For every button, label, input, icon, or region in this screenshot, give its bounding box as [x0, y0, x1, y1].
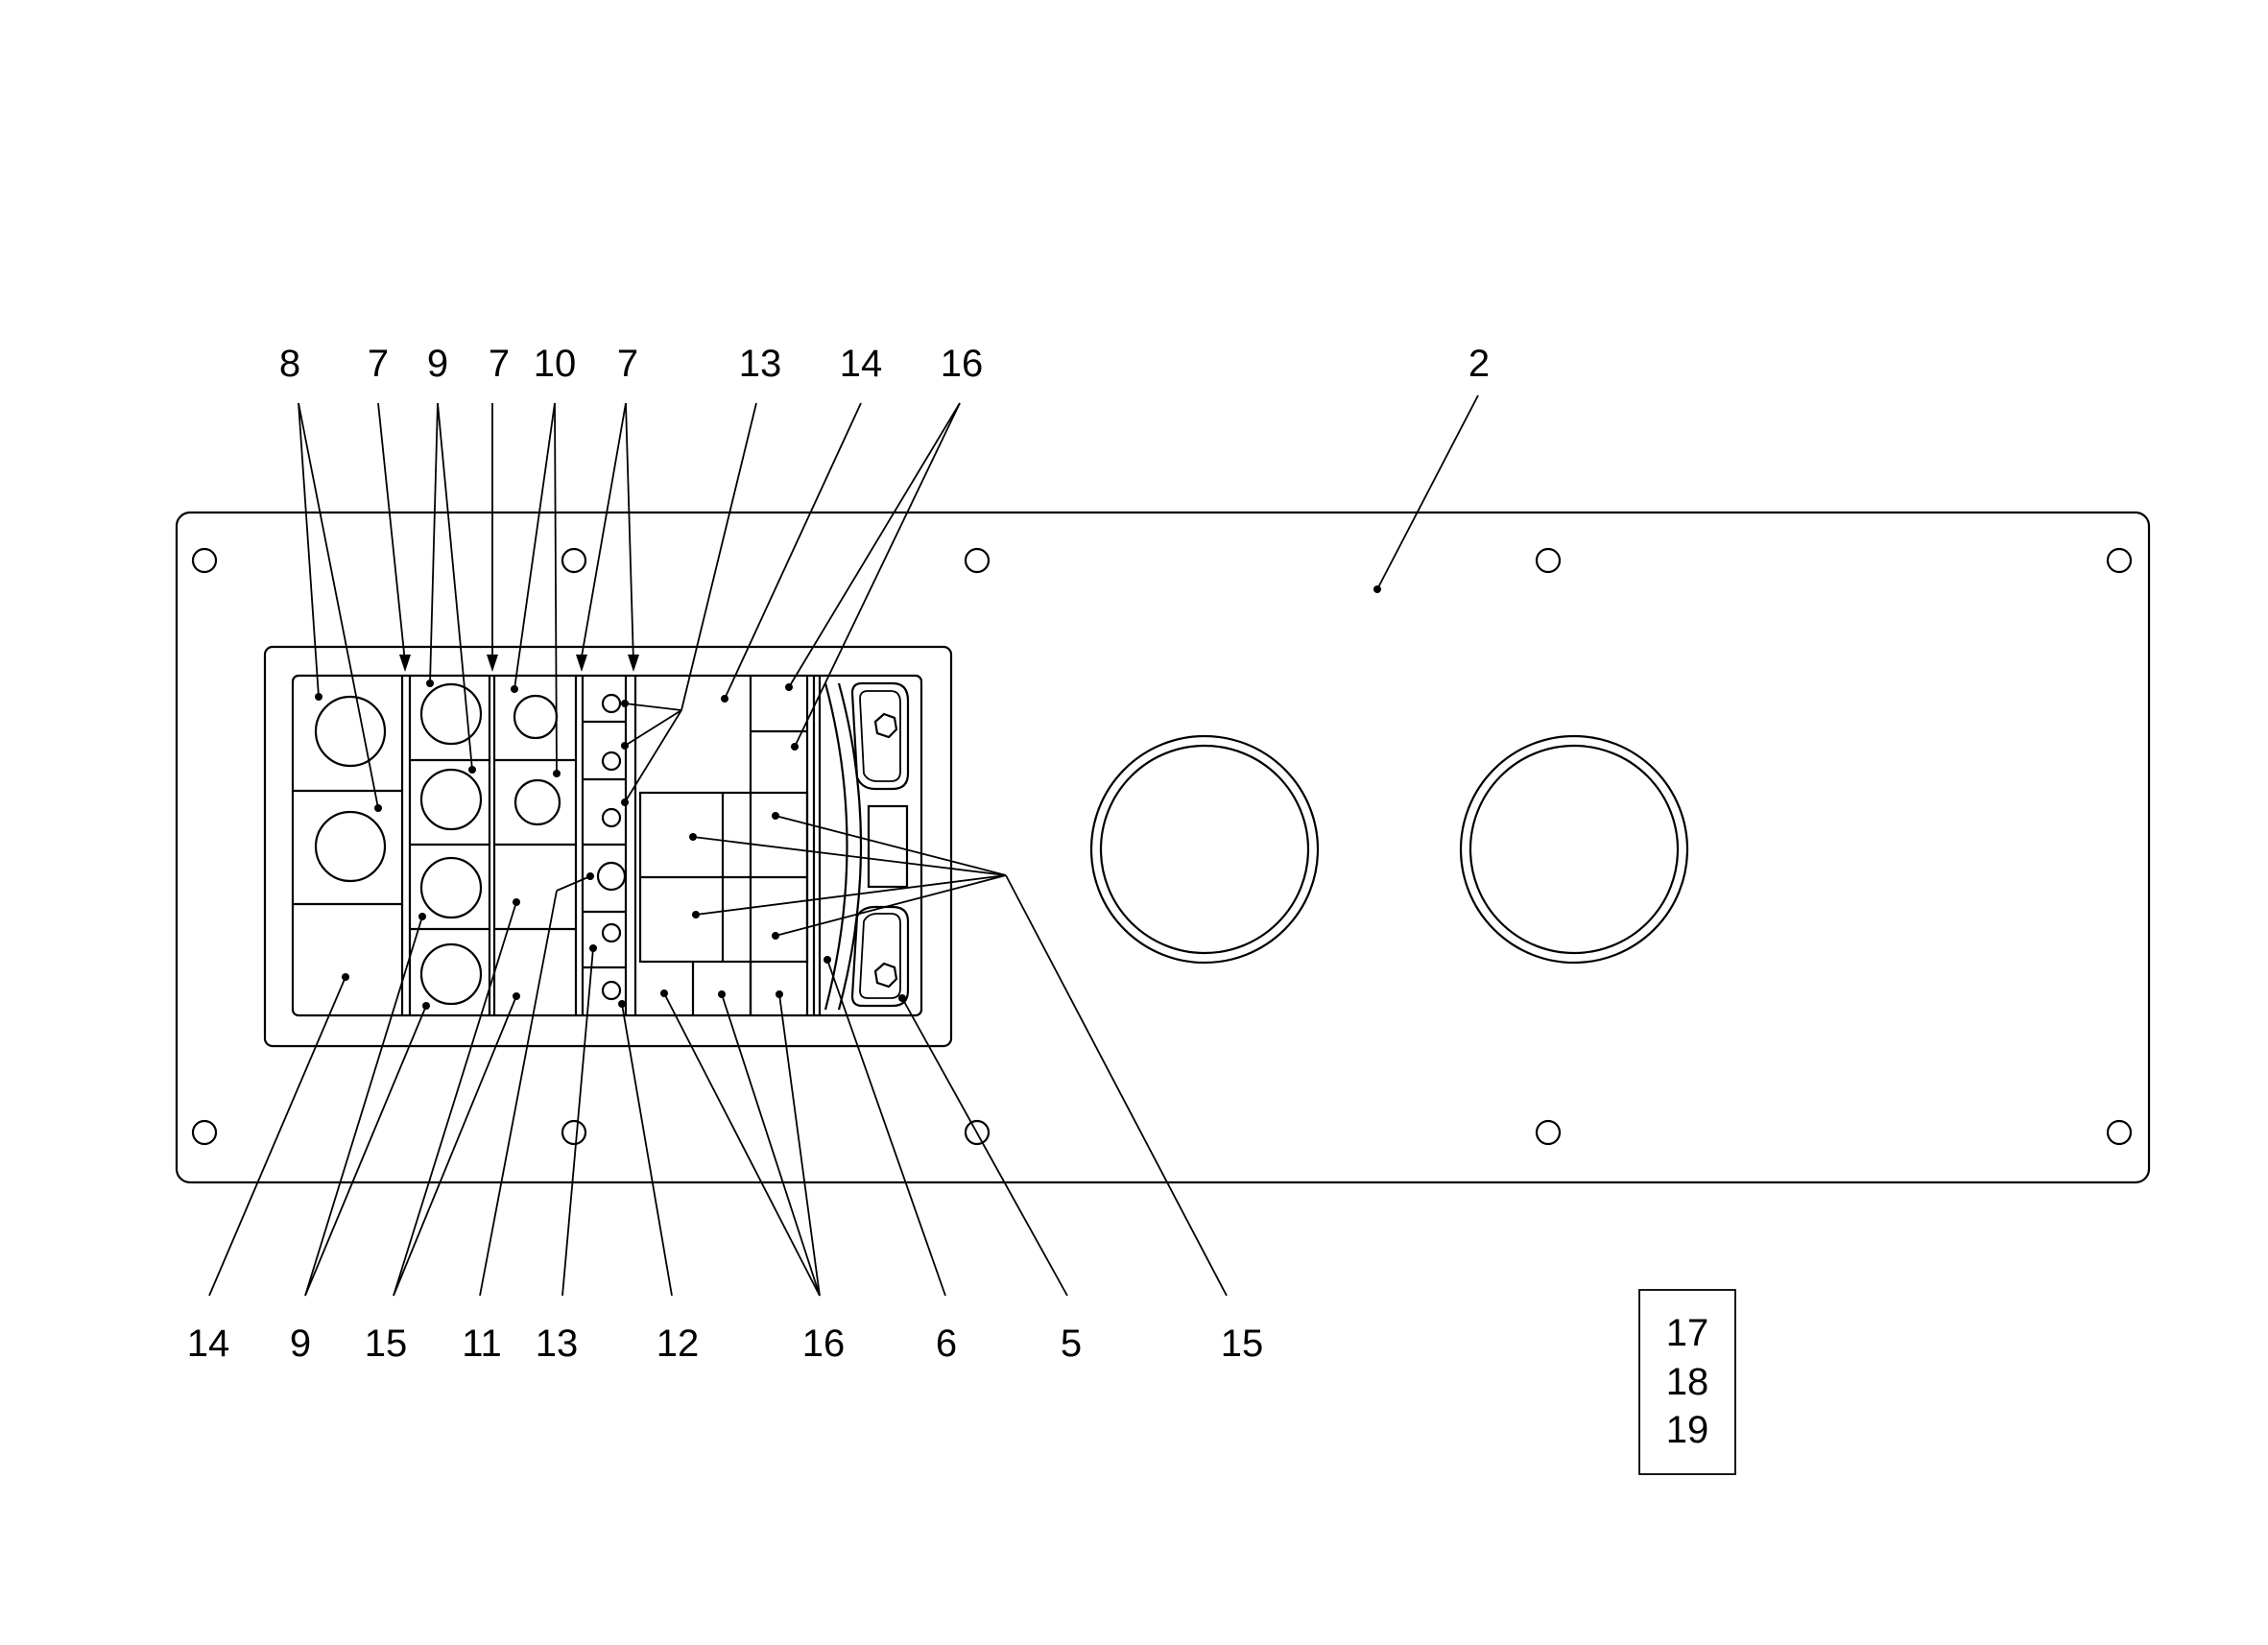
bottom-callouts: 14 9 15 11 13 12 16 6 5 15: [187, 1323, 1264, 1365]
connector-frame-inner: [291, 674, 923, 1017]
legend-box: 17 18 19: [1638, 1289, 1736, 1475]
module-1: [293, 676, 404, 1015]
legend-line-1: 17: [1666, 1312, 1709, 1354]
callout-top-8: 14: [840, 343, 883, 385]
callout-bottom-9: 5: [1061, 1323, 1082, 1365]
callout-top-2: 7: [368, 343, 389, 385]
callout-bottom-5: 13: [536, 1323, 579, 1365]
leader-dots: [315, 585, 1381, 1010]
callout-top-7: 13: [739, 343, 782, 385]
callout-bottom-7: 16: [802, 1323, 846, 1365]
callout-top-6: 7: [617, 343, 638, 385]
callout-top-5: 10: [534, 343, 577, 385]
top-callouts: 8 7 9 7 10 7 13 14 16 2: [279, 343, 1490, 385]
round-cutout-left: [1089, 734, 1320, 965]
legend-line-2: 18: [1666, 1361, 1709, 1403]
callout-top-1: 8: [279, 343, 300, 385]
callout-bottom-3: 15: [365, 1323, 408, 1365]
callout-top-3: 9: [427, 343, 448, 385]
round-cutout-right: [1459, 734, 1689, 965]
module-4: [581, 676, 628, 1015]
callout-top-10: 2: [1468, 343, 1490, 385]
locking-lever: [850, 681, 910, 1008]
callout-top-9: 16: [941, 343, 984, 385]
callout-bottom-6: 12: [657, 1323, 700, 1365]
connector-frame-outer: [263, 645, 953, 1048]
module-3: [492, 676, 578, 1015]
module-6: [812, 676, 909, 1015]
callout-bottom-1: 14: [187, 1323, 230, 1365]
arrowheads: [399, 655, 639, 672]
callout-bottom-10: 15: [1221, 1323, 1264, 1365]
legend-line-3: 19: [1666, 1409, 1709, 1451]
callout-bottom-4: 11: [462, 1323, 502, 1365]
mounting-holes: [191, 547, 2133, 1146]
callout-bottom-8: 6: [936, 1323, 957, 1365]
callout-top-4: 7: [489, 343, 510, 385]
module-2: [408, 676, 491, 1015]
leader-lines: [208, 394, 1479, 1297]
module-5: [633, 676, 809, 1015]
callout-bottom-2: 9: [290, 1323, 311, 1365]
mounting-plate: [175, 511, 2151, 1184]
